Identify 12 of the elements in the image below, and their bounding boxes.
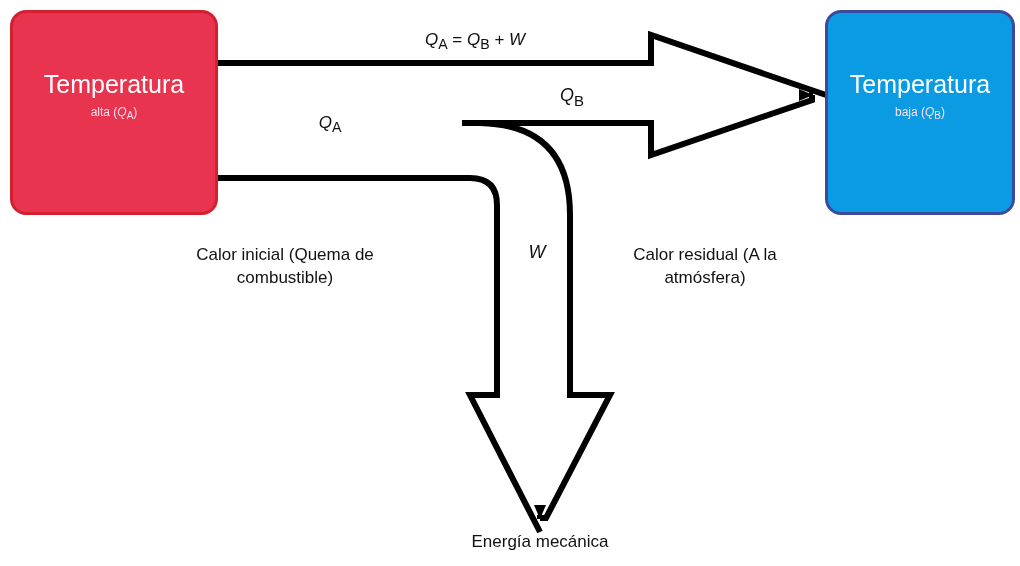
edge-label: Q$_{B}$ xyxy=(558,85,586,109)
temperature-box xyxy=(825,10,1015,215)
annotation: Calor inicial (Quema de combustible) xyxy=(195,244,375,289)
output-label: Energía mecánica xyxy=(471,532,609,553)
box-title: Temperatura xyxy=(849,69,991,99)
temperature-box xyxy=(10,10,218,215)
box-subtitle: alta (Q$_{A}$) xyxy=(90,105,138,122)
flow-label: Q$_{A}$ xyxy=(318,113,342,137)
box-subtitle: baja (Q$_{B}$) xyxy=(894,105,945,122)
annotation: Calor residual (A la atmósfera) xyxy=(632,244,778,289)
flow-label: Q$_{A}$ = Q$_{B}$ + W xyxy=(424,30,526,54)
box-title: Temperatura xyxy=(43,69,185,99)
